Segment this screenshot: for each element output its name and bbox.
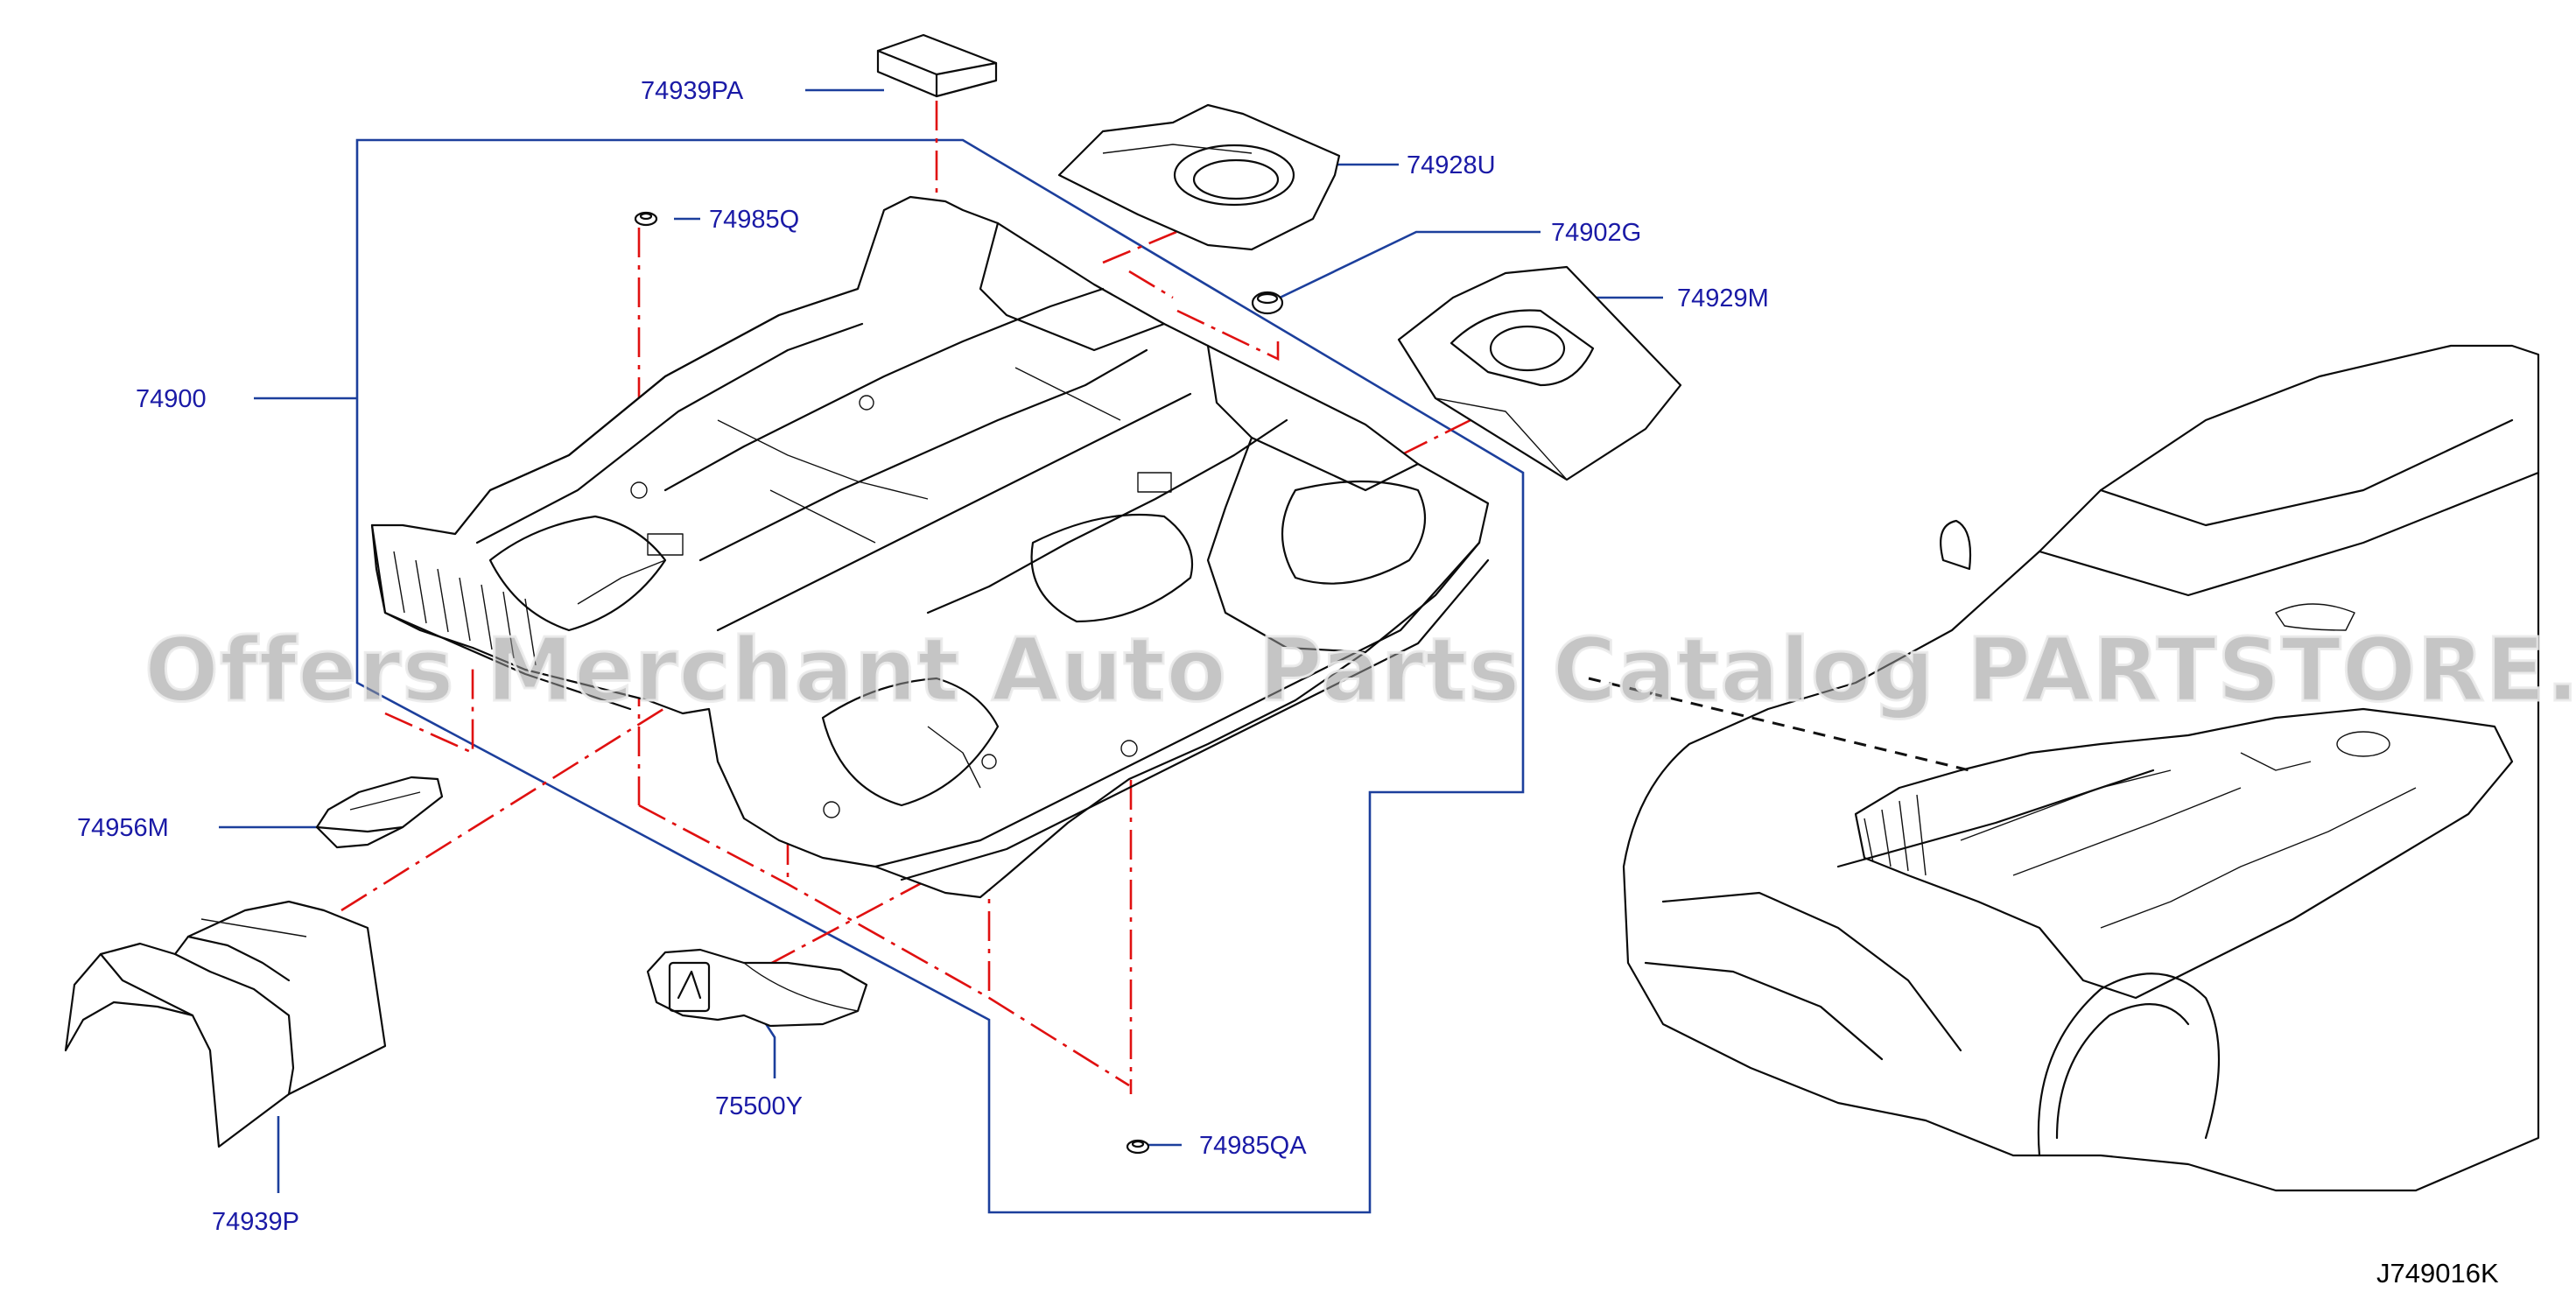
part-74956M: [315, 776, 444, 849]
callout-75500Y[interactable]: 75500Y: [715, 1092, 803, 1120]
part-74900-floor-carpet: [370, 195, 1490, 899]
part-74939PA-pad: [876, 33, 998, 98]
callout-74902G[interactable]: 74902G: [1551, 219, 1641, 247]
part-75500Y-duct: [646, 948, 868, 1028]
callout-labels: 74939PA 74928U 74985Q 74902G 74929M 7490…: [77, 77, 1769, 1236]
callout-74985QA[interactable]: 74985QA: [1199, 1132, 1307, 1160]
callout-74956M[interactable]: 74956M: [77, 814, 169, 842]
vehicle-overview: [1622, 344, 2540, 1192]
part-74985Q-clip: [634, 211, 658, 227]
part-74902G-clip: [1251, 291, 1284, 315]
callout-74928U[interactable]: 74928U: [1407, 151, 1496, 179]
part-74928U-insulator: [1057, 103, 1341, 251]
part-74985QA-clip: [1126, 1139, 1150, 1155]
callout-74939PA[interactable]: 74939PA: [641, 77, 744, 105]
callout-74939P[interactable]: 74939P: [212, 1208, 299, 1236]
watermark: Offers Merchant Auto Parts Catalog PARTS…: [144, 619, 2576, 721]
callout-74929M[interactable]: 74929M: [1677, 284, 1769, 312]
part-74939P-tunnel-insulator: [64, 900, 387, 1148]
overview-connector: [1588, 677, 1970, 772]
part-74929M-insulator: [1397, 265, 1682, 481]
callout-74985Q[interactable]: 74985Q: [709, 206, 799, 234]
callout-74900[interactable]: 74900: [136, 385, 207, 413]
diagram-code: J749016K: [2376, 1258, 2499, 1288]
